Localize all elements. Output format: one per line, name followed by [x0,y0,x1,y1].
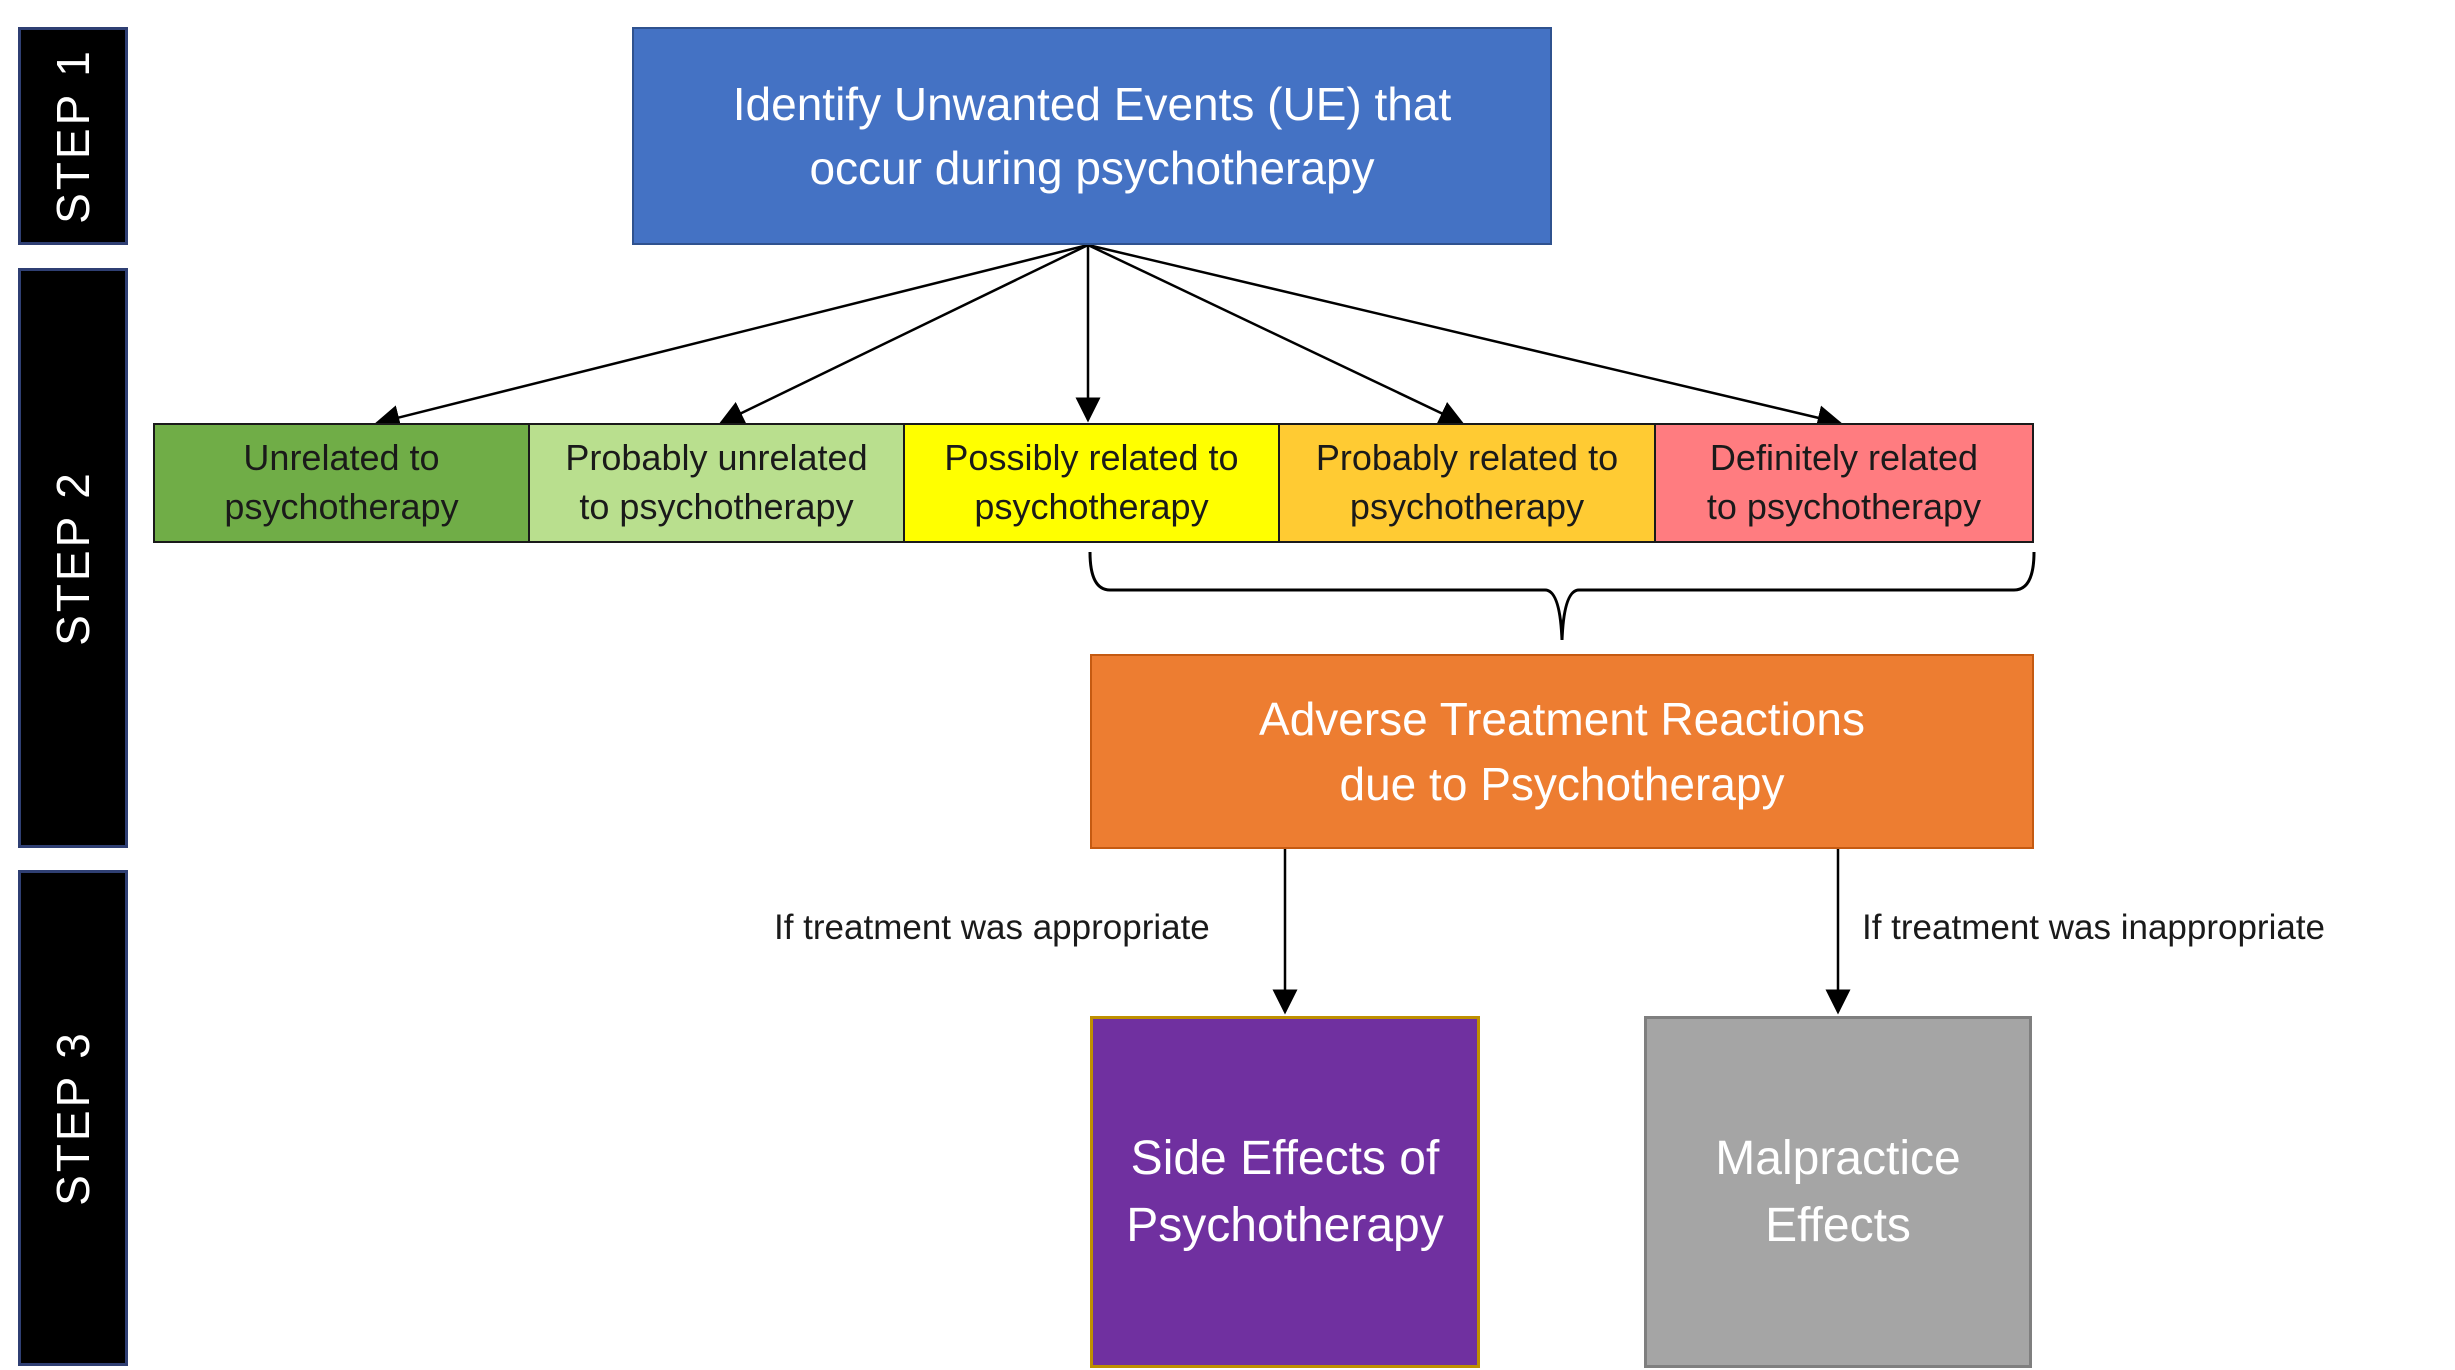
step-1-label: STEP 1 [18,27,128,245]
arrow-to-definitely-related [1087,243,1843,430]
side-effects-line1: Side Effects of [1130,1131,1440,1185]
identify-unwanted-events-box: Identify Unwanted Events (UE) that occur… [632,27,1552,245]
malpractice-line2: Effects [1765,1199,1911,1252]
step-3-label: STEP 3 [18,870,128,1366]
side-effects-line2: Psychotherapy [1126,1199,1444,1252]
adverse-box-line2: due to Psychotherapy [1339,757,1785,810]
step-2-label: STEP 2 [18,268,128,848]
arrow-to-probably-unrelated [718,243,1089,425]
adverse-treatment-reactions-box: Adverse Treatment Reactions due to Psych… [1090,654,2034,849]
label-treatment-appropriate: If treatment was appropriate [774,908,1210,947]
grouping-brace [1088,551,2036,641]
arrow-to-probably-related [1087,243,1465,425]
label-treatment-inappropriate: If treatment was inappropriate [1862,908,2326,947]
arrow-to-unrelated [374,243,1089,430]
top-box-line2: occur during psychotherapy [809,142,1375,194]
malpractice-line1: Malpractice [1715,1131,1961,1185]
top-box-line1: Identify Unwanted Events (UE) that [732,77,1452,130]
adverse-box-line1: Adverse Treatment Reactions [1259,693,1865,746]
malpractice-effects-box: Malpractice Effects [1644,1016,2032,1368]
side-effects-box: Side Effects of Psychotherapy [1090,1016,1480,1368]
